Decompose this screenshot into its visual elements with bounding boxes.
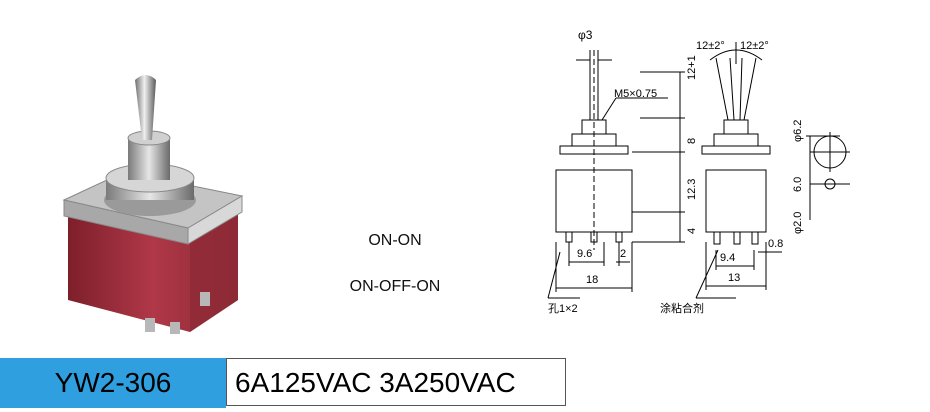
technical-drawing: φ3 M5×0.75 12+1 8 12.3 4 9.6 2 18 孔1×2 1… <box>520 20 920 320</box>
label-pin-width: 2 <box>620 248 627 260</box>
lever <box>135 75 156 140</box>
label-pin-spacing: 6.0 <box>792 176 804 192</box>
terminal-pin <box>170 322 180 334</box>
label-lever-dia: φ3 <box>578 28 593 42</box>
label-body-height: 12.3 <box>686 178 698 200</box>
label-pitch-side: 9.4 <box>720 252 736 264</box>
label-angle-left: 12±2° <box>696 40 725 52</box>
model-number: YW2-306 <box>0 358 226 408</box>
label-lever-height: 12+1 <box>686 55 698 80</box>
switch-photo <box>50 60 260 340</box>
terminal-pin <box>145 318 155 332</box>
label-bushing: 8 <box>686 137 698 144</box>
label-body-width: 18 <box>586 274 599 286</box>
mode-on-on: ON-ON <box>368 232 422 249</box>
label-pitch-front: 9.6 <box>577 248 593 260</box>
mode-on-off-on: ON-OFF-ON <box>349 278 441 295</box>
dimension-drawing <box>547 42 850 299</box>
toggle-switch-image <box>62 75 244 334</box>
side-view <box>695 42 782 299</box>
product-spec-bar: YW2-306 6A125VAC 3A250VAC <box>0 356 930 412</box>
label-side-width: 13 <box>728 272 741 284</box>
label-pin-hole-big: φ6.2 <box>792 119 804 142</box>
electrical-rating: 6A125VAC 3A250VAC <box>226 358 566 406</box>
label-pin-thick: 0.8 <box>768 238 784 250</box>
label-thread: M5×0.75 <box>614 88 658 100</box>
front-view <box>547 50 685 299</box>
hole-detail <box>806 132 850 220</box>
label-adhesive: 涂粘合剂 <box>660 303 704 315</box>
label-hole: 孔1×2 <box>548 303 578 315</box>
label-angle-right: 12±2° <box>740 40 769 52</box>
label-terminal: 4 <box>686 227 698 234</box>
terminal-pin <box>200 292 210 306</box>
label-pin-hole-small: φ2.0 <box>792 211 804 234</box>
